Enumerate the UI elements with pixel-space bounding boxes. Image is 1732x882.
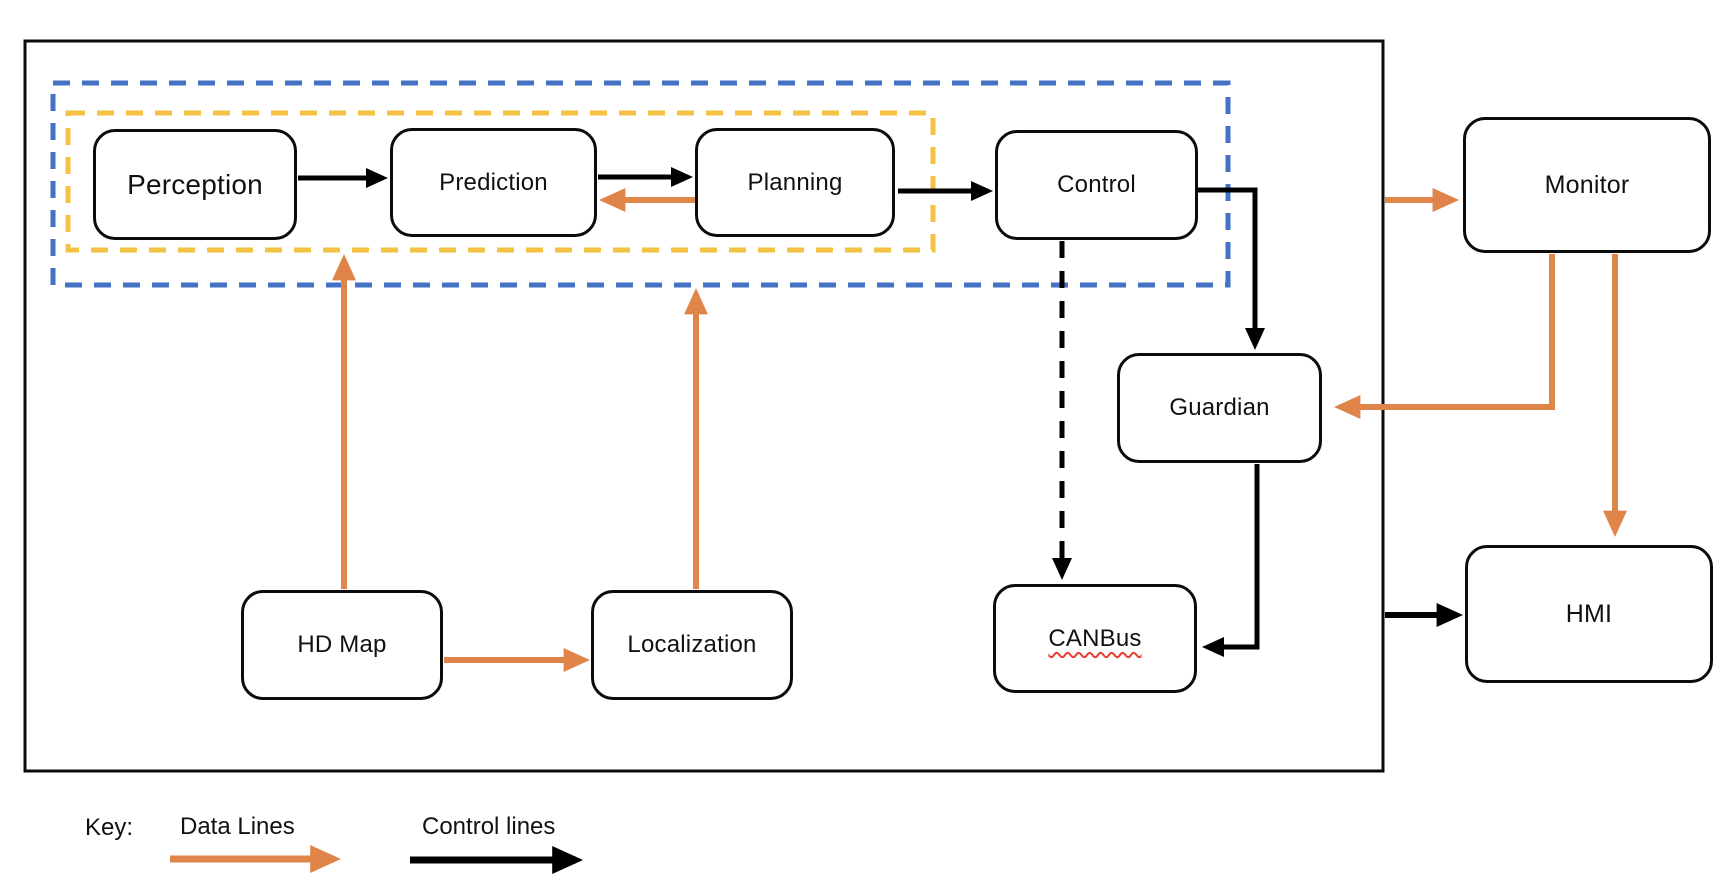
node-monitor: Monitor — [1463, 117, 1711, 253]
node-control-label: Control — [1057, 171, 1136, 198]
key-title: Key: — [85, 814, 134, 841]
arrow-guardian-to-canbus — [1202, 464, 1260, 657]
node-localization: Localization — [591, 590, 793, 700]
node-prediction-label: Prediction — [439, 168, 548, 196]
node-hd-map-label: HD Map — [297, 631, 387, 658]
key-control-lines-label: Control lines — [422, 813, 556, 840]
node-hmi-label: HMI — [1565, 599, 1613, 628]
node-hd-map: HD Map — [241, 590, 443, 700]
node-perception: Perception — [93, 129, 297, 240]
key-data-lines-label: Data Lines — [180, 813, 295, 840]
node-localization-label: Localization — [627, 631, 757, 658]
blue-dashed-cluster — [50, 80, 1231, 288]
node-planning: Planning — [695, 128, 895, 237]
arrow-control-to-guardian — [1198, 187, 1265, 350]
yellow-dashed-cluster — [65, 110, 936, 253]
arrow-monitor-to-guardian — [1334, 254, 1555, 419]
node-canbus-label: CANBus — [1048, 624, 1142, 652]
node-monitor-label: Monitor — [1544, 170, 1630, 199]
node-canbus: CANBus — [993, 584, 1197, 693]
node-perception-label: Perception — [127, 168, 263, 200]
node-guardian: Guardian — [1117, 353, 1322, 463]
node-planning-label: Planning — [747, 168, 843, 196]
node-guardian-label: Guardian — [1169, 394, 1270, 421]
node-hmi: HMI — [1465, 545, 1713, 683]
node-prediction: Prediction — [390, 128, 597, 237]
node-control: Control — [995, 130, 1198, 240]
